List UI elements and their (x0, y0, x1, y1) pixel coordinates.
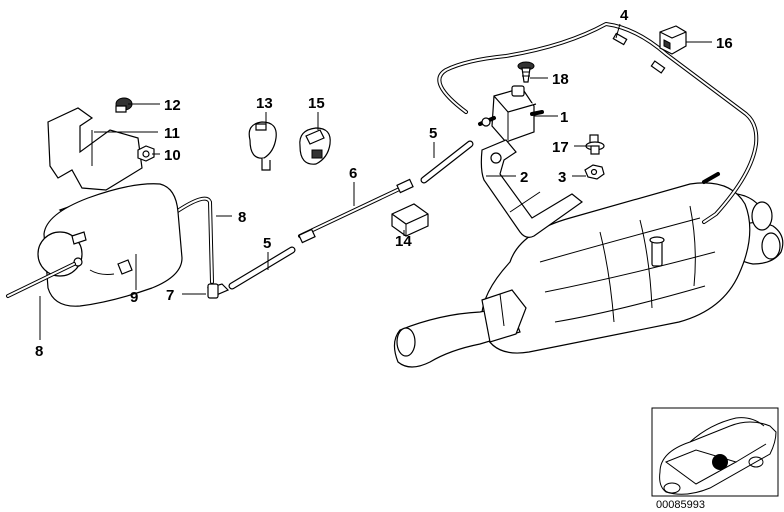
reference-number: 00085993 (656, 499, 705, 511)
pipe-clip (659, 25, 687, 55)
car-outline (659, 417, 777, 495)
valve-bracket (480, 139, 583, 238)
expanding-screw (517, 61, 535, 83)
callout-13: 13 (256, 95, 273, 112)
leader-lines (39, 23, 712, 340)
callout-8-upper: 8 (238, 209, 246, 226)
callout-5-lower: 5 (263, 235, 271, 252)
location-marker (712, 454, 728, 470)
vehicle-locator-inset: 00085993 (651, 407, 779, 511)
callout-12: 12 (164, 97, 181, 114)
callout-17: 17 (552, 139, 569, 156)
callout-3: 3 (558, 169, 566, 186)
callout-8-lower: 8 (35, 343, 43, 360)
callout-2: 2 (520, 169, 528, 186)
callout-18: 18 (552, 71, 569, 88)
callout-16: 16 (716, 35, 733, 52)
callout-11: 11 (164, 125, 180, 142)
purge-valve (478, 85, 544, 143)
callout-10: 10 (164, 147, 181, 164)
canister-pipe (174, 196, 214, 284)
callout-14: 14 (395, 233, 412, 250)
hose-clamp-15 (299, 127, 331, 165)
carbon-canister (37, 183, 183, 307)
exhaust-silencer (393, 182, 784, 368)
canister-bracket (47, 107, 143, 191)
callout-9: 9 (130, 289, 138, 306)
hose-lower (228, 246, 296, 290)
callout-15: 15 (308, 95, 325, 112)
flange-bolt (585, 134, 605, 155)
callout-7: 7 (166, 287, 174, 304)
callout-labels: 1 2 3 4 5 5 6 7 8 8 9 10 11 12 13 14 15 … (35, 7, 733, 360)
hose-clamp-13 (248, 121, 277, 171)
vent-pipe (437, 22, 759, 224)
callout-5-upper: 5 (429, 125, 437, 142)
hose-connector (206, 283, 230, 299)
canister-vent-pipe (6, 262, 76, 298)
bracket-screw (115, 97, 133, 113)
callout-4: 4 (620, 7, 629, 24)
connecting-pipe (298, 178, 414, 244)
callout-1: 1 (560, 109, 568, 126)
hex-nut (584, 164, 605, 180)
callout-6: 6 (349, 165, 357, 182)
bracket-nut (137, 145, 155, 162)
hose-holder (391, 203, 429, 237)
hose-upper (420, 140, 474, 184)
